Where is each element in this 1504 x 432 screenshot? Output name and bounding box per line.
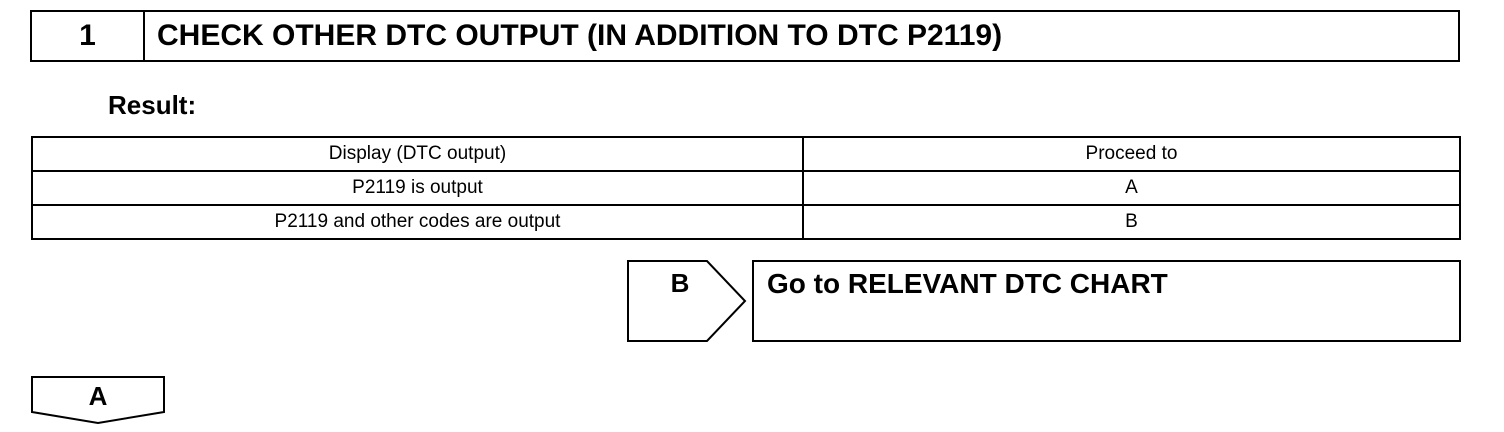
branch-b-label: B [670,268,690,298]
branch-a-arrow-icon [31,376,165,424]
branch-a-label: A [88,381,108,411]
step-header: 1 CHECK OTHER DTC OUTPUT (IN ADDITION TO… [30,10,1460,62]
table-header-row: Display (DTC output) Proceed to [31,136,1461,172]
table-cell-display: P2119 is output [31,170,804,206]
branch-b-action-box: Go to RELEVANT DTC CHART [752,260,1461,342]
table-cell-proceed: A [802,170,1461,206]
table-cell-proceed: B [802,204,1461,240]
result-label: Result: [108,90,197,120]
table-row: P2119 is output A [31,170,1461,206]
table-row: P2119 and other codes are output B [31,204,1461,240]
step-title: CHECK OTHER DTC OUTPUT (IN ADDITION TO D… [157,19,1003,52]
column-header-proceed: Proceed to [802,136,1461,172]
table-cell-display: P2119 and other codes are output [31,204,804,240]
column-header-display: Display (DTC output) [31,136,804,172]
branch-b-action-text: Go to RELEVANT DTC CHART [767,268,1168,299]
result-table: Display (DTC output) Proceed to P2119 is… [31,136,1461,240]
step-number: 1 [32,12,145,60]
branch-b-arrow-icon [627,260,747,342]
